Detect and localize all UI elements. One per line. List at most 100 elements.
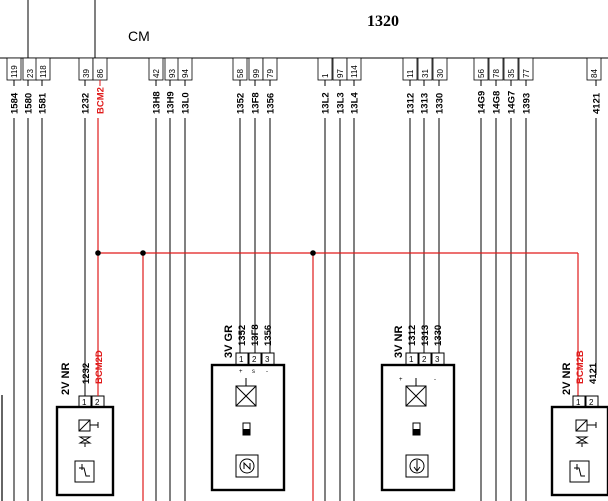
switch-icon	[412, 422, 421, 436]
pressure-sensor-icon	[569, 460, 590, 483]
connector-pin-number: 35	[507, 69, 516, 78]
connector-pin-row: 119 23 118 39 86 42 93 94 58 99 79 1 97 114 11 31 30 56 78…	[6, 57, 602, 81]
wire-label: 14G7	[507, 91, 518, 114]
switch-icon	[242, 422, 251, 436]
wire-label: BCM2D	[94, 350, 105, 384]
component-type-label: 3V NR	[393, 326, 405, 358]
wire-label: 13F8	[250, 324, 261, 346]
wire-label: 13L0	[181, 92, 192, 114]
wire-label: 1232	[81, 363, 92, 384]
connector-pin-number: 99	[252, 69, 261, 78]
wire-label: 1356	[266, 93, 277, 114]
connector-pin-number: 56	[477, 69, 486, 78]
connector-pin-number: 30	[436, 69, 445, 78]
solenoid-valve-icon	[575, 419, 597, 447]
wire-label: 14G9	[477, 91, 488, 114]
diagram-title: 1320	[367, 13, 399, 30]
wire-label: 1232	[81, 93, 92, 114]
wire-label: 13F8	[251, 92, 262, 114]
gauge-icon	[405, 454, 429, 478]
pin-mark: +	[399, 377, 403, 383]
pin-number: 1	[576, 398, 581, 407]
connector-pin-box	[432, 57, 448, 81]
connector-pin-number: 118	[39, 65, 48, 78]
sensor-element-icon	[235, 378, 257, 407]
wire-label: 1352	[237, 325, 248, 346]
connector-pin-box	[35, 57, 51, 81]
valve-left: 2V NR 1232 BCM2D 1 2	[55, 300, 115, 497]
connector-pin-number: 79	[266, 69, 275, 78]
pin-number: 3	[435, 355, 440, 364]
wire-label: 4121	[588, 362, 599, 384]
wire-label: 4121	[592, 92, 603, 114]
wire-label: 13L3	[336, 92, 347, 114]
connector-pin-number: 39	[82, 69, 91, 78]
pressure-sensor-icon	[74, 460, 95, 483]
connector-pin-number: 86	[96, 69, 105, 78]
connector-pin-number: 114	[350, 65, 359, 78]
pin-number: 2	[95, 398, 100, 407]
valve-right: 2V NR BCM2B 4121 1 2	[550, 350, 608, 497]
wire-label: 13L2	[321, 92, 332, 114]
component-type-label: 3V GR	[223, 325, 235, 358]
connector-pin-number: 94	[181, 69, 190, 78]
wire-label: 1584	[10, 92, 21, 114]
wire-label: 1580	[24, 93, 35, 114]
connector-pin-number: 23	[26, 69, 35, 78]
junction-dot	[140, 250, 146, 256]
connector-pin-number: 119	[10, 65, 19, 78]
connector-pin-number: 11	[406, 69, 415, 78]
wire-label: 1312	[406, 93, 417, 114]
connector-pin-number: 93	[168, 69, 177, 78]
pin-number: 1	[409, 355, 414, 364]
wire-label: 1356	[263, 325, 274, 346]
connector-pin-number: 97	[336, 69, 345, 78]
pin-number: 1	[82, 398, 87, 407]
connector-pin-number: 58	[236, 69, 245, 78]
wire-label: 1581	[38, 92, 49, 114]
wire-label: 14G8	[492, 91, 503, 114]
pin-mark: +	[239, 369, 243, 375]
wire-label: 13H9	[166, 91, 177, 114]
wire-label: 1313	[420, 325, 431, 346]
wire-label: 1393	[522, 93, 533, 114]
wire-label: 1312	[407, 325, 418, 346]
component-type-label: 2V NR	[60, 363, 72, 395]
gauge-icon	[235, 454, 259, 478]
connector-pin-number: 84	[590, 69, 599, 78]
connector-pin-number: 42	[152, 69, 161, 78]
junction-dot	[310, 250, 316, 256]
wire-label: BCM2	[96, 87, 107, 114]
sensor-mid2: 3V NR 1312 1313 1330 1 2 3 + -	[380, 325, 456, 492]
connector-pin-number: 1	[321, 73, 330, 78]
pin-mark: s	[252, 369, 255, 375]
wire-label: 1352	[236, 93, 247, 114]
wire-label: BCM2B	[575, 350, 586, 384]
wire-label: 1330	[433, 325, 444, 346]
connector-pin-number: 31	[421, 69, 430, 78]
pin-number: 2	[252, 355, 257, 364]
pin-number: 1	[239, 355, 244, 364]
pin-mark: -	[266, 369, 268, 375]
junction-dot	[95, 250, 101, 256]
sensor-mid1: 3V GR 1352 13F8 1356 1 2 3 + s -	[210, 324, 286, 492]
connector-pin-box	[417, 57, 433, 81]
vertical-wires	[13, 80, 597, 501]
wire-label: 1330	[435, 93, 446, 114]
pin-number: 3	[265, 355, 270, 364]
pin-number: 2	[422, 355, 427, 364]
sensor-element-icon	[405, 378, 427, 407]
connector-pin-number: 77	[522, 69, 531, 78]
solenoid-valve-icon	[78, 419, 99, 447]
module-label: CM	[128, 28, 150, 44]
connector-pin-box	[586, 57, 602, 81]
pin-number: 2	[589, 398, 594, 407]
wire-label: 13H8	[152, 91, 163, 114]
connector-pin-number: 78	[492, 69, 501, 78]
wire-label: 13L4	[350, 92, 361, 114]
wire-label: 1313	[420, 93, 431, 114]
component-type-label: 2V NR	[561, 363, 573, 395]
pin-mark: -	[434, 377, 436, 383]
